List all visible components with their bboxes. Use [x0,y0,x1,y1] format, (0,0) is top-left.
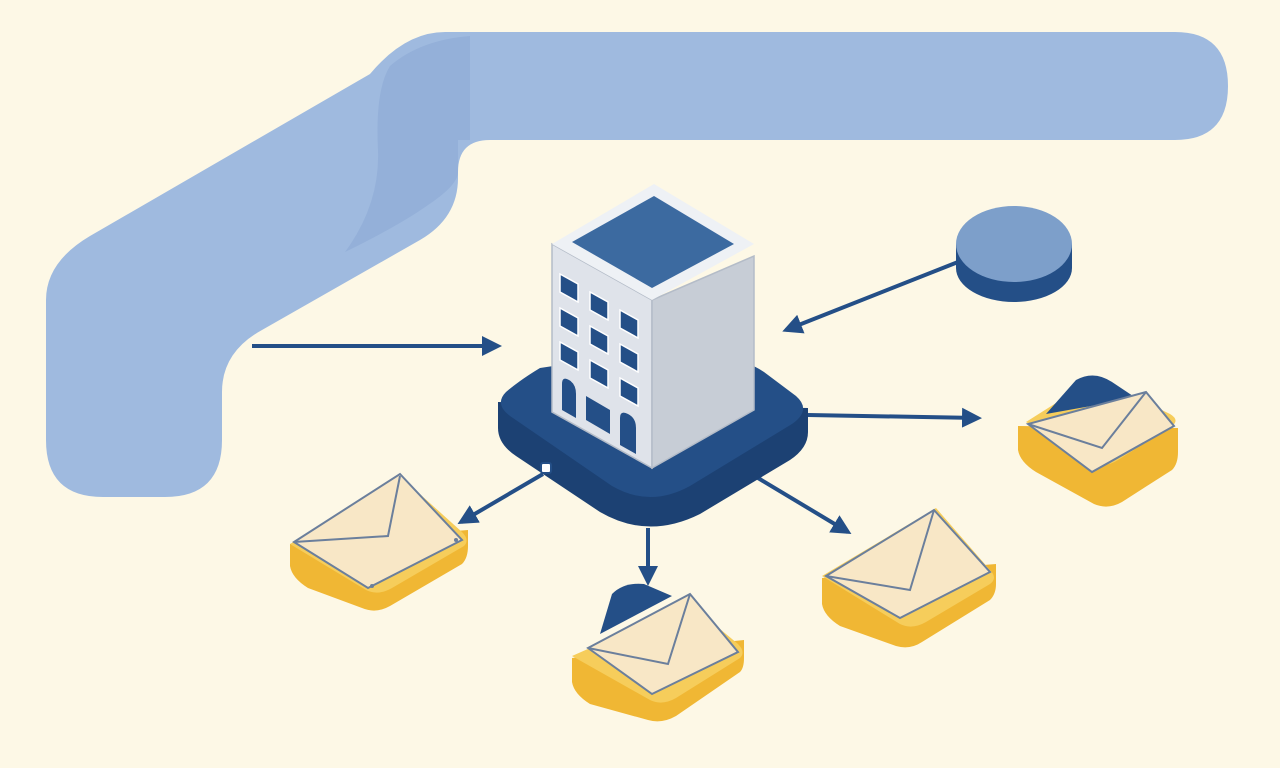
envelope-bottom [572,583,744,722]
edge-building-to-envelope-bottom-right [756,476,852,535]
envelope-icon [1018,375,1178,507]
inbound-channel [46,32,1228,497]
database-disc-icon [956,206,1072,302]
edge-building-to-envelope-left [457,472,545,525]
edge-disc-to-building [782,260,959,334]
building-doors [562,378,636,454]
envelope-right [1018,375,1178,507]
building-icon [551,184,755,470]
envelope-icon [822,508,996,648]
building-windows [559,272,639,408]
edges [252,260,982,586]
envelope-icon [290,472,468,611]
channel-band [46,32,1228,497]
central-building [498,184,808,527]
edge-building-to-envelope-right [807,407,982,428]
envelope-left [290,472,468,611]
channel-fold-shade [345,36,470,252]
source-disc [956,206,1072,302]
base-port [540,462,552,474]
envelope-bottom-right [822,508,996,648]
envelope-icon [572,583,744,722]
